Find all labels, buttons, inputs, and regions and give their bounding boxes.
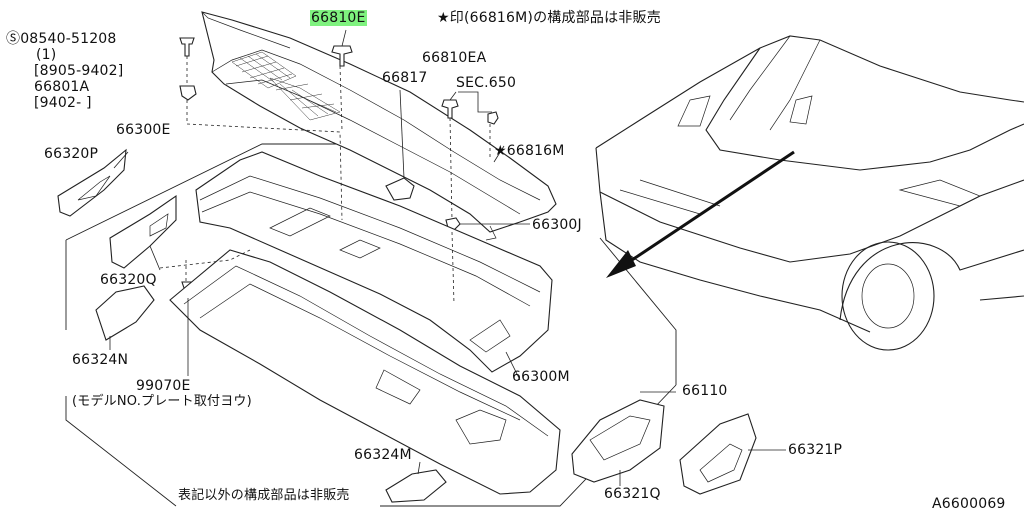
label-99070E-note: (モデルNO.プレート取付ヨウ) xyxy=(72,394,252,409)
cowl-lower-66110 xyxy=(169,249,561,495)
bracket-66320Q xyxy=(109,194,177,269)
label-66300J: 66300J xyxy=(532,217,582,233)
assembly-dashed-lines xyxy=(159,56,491,305)
assembly-frame xyxy=(65,143,340,241)
cowl-upper-66300M xyxy=(195,151,553,373)
label-66300M: 66300M xyxy=(512,369,570,385)
label-66324N: 66324N xyxy=(72,352,129,368)
note-bottom: 表記以外の構成部品は非販売 xyxy=(178,488,350,503)
label-66321Q: 66321Q xyxy=(604,486,661,502)
clip-66300E xyxy=(179,85,197,101)
label-66320P: 66320P xyxy=(44,146,99,162)
label-sec650: SEC.650 xyxy=(456,75,517,91)
panel-66321Q xyxy=(571,399,665,483)
cowl-top-panel xyxy=(201,11,557,241)
bracket-66324N xyxy=(95,285,155,341)
panel-66321P xyxy=(679,413,757,495)
bracket-66324M xyxy=(385,469,447,503)
leader-lines xyxy=(109,29,786,486)
cowl-grille-mesh xyxy=(231,51,341,121)
clip-66810EA xyxy=(441,99,499,125)
label-66810EA: 66810EA xyxy=(422,50,487,66)
label-99070E: 99070E xyxy=(136,378,191,394)
screw-08540 xyxy=(179,37,195,57)
label-66810E: 66810E xyxy=(310,10,367,26)
label-alt-range: [9402- ] xyxy=(34,95,92,111)
label-66321P: 66321P xyxy=(788,442,843,458)
figure-code: A6600069 xyxy=(932,496,1006,512)
label-66300E: 66300E xyxy=(116,122,171,138)
label-66320Q: 66320Q xyxy=(100,272,157,288)
label-screw-08540: Ⓢ08540-51208 xyxy=(6,31,117,47)
label-66817: 66817 xyxy=(382,70,428,86)
highlighted-part-number: 66810E xyxy=(310,10,367,26)
label-part-66801A: 66801A xyxy=(34,79,90,95)
note-star: ★印(66816M)の構成部品は非販売 xyxy=(437,10,661,26)
clip-66810E xyxy=(331,45,353,67)
label-screw-range: [8905-9402] xyxy=(34,63,124,79)
bracket-66320P xyxy=(57,148,127,217)
label-screw-qty: (1) xyxy=(36,47,57,63)
label-66110: 66110 xyxy=(682,383,728,399)
label-66816M: ★66816M xyxy=(494,143,565,159)
label-66324M: 66324M xyxy=(354,447,412,463)
direction-arrow xyxy=(606,150,795,278)
car-illustration xyxy=(595,35,1024,351)
